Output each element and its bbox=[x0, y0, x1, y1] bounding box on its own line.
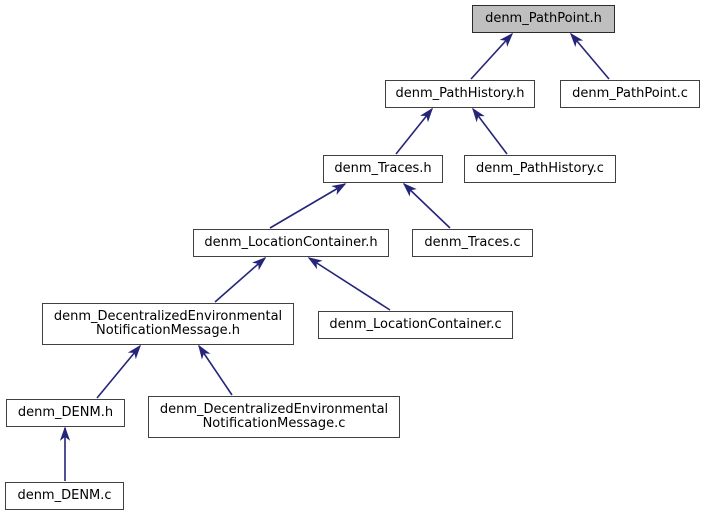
graph-node-label: denm_PathPoint.c bbox=[572, 86, 688, 101]
graph-node-pathpoint_h[interactable]: denm_PathPoint.h bbox=[472, 5, 615, 33]
graph-node-label: denm_LocationContainer.h bbox=[204, 235, 378, 250]
dependency-edge bbox=[198, 344, 233, 396]
graph-node-denm_c_msg[interactable]: denm_DecentralizedEnvironmental Notifica… bbox=[148, 396, 400, 438]
graph-node-denm_h_msg[interactable]: denm_DecentralizedEnvironmental Notifica… bbox=[42, 303, 294, 345]
graph-node-label: denm_DecentralizedEnvironmental Notifica… bbox=[53, 309, 283, 338]
graph-node-pathpoint_c[interactable]: denm_PathPoint.c bbox=[560, 80, 700, 108]
graph-node-traces_c[interactable]: denm_Traces.c bbox=[412, 229, 533, 257]
graph-node-label: denm_DENM.c bbox=[17, 488, 112, 503]
graph-node-label: denm_PathPoint.h bbox=[485, 11, 602, 26]
graph-node-label: denm_LocationContainer.c bbox=[329, 317, 502, 332]
dependency-edge bbox=[395, 107, 433, 155]
dependency-edge bbox=[470, 32, 514, 80]
graph-node-label: denm_Traces.h bbox=[334, 161, 432, 176]
graph-node-label: denm_PathHistory.h bbox=[395, 86, 525, 101]
graph-node-pathhistory_h[interactable]: denm_PathHistory.h bbox=[385, 80, 535, 108]
graph-node-locationcontainer_c[interactable]: denm_LocationContainer.c bbox=[318, 311, 513, 339]
graph-node-label: denm_DecentralizedEnvironmental Notifica… bbox=[159, 402, 389, 431]
graph-node-denm_denm_h[interactable]: denm_DENM.h bbox=[6, 399, 125, 427]
graph-node-label: denm_PathHistory.c bbox=[476, 161, 604, 176]
graph-node-locationcontainer_h[interactable]: denm_LocationContainer.h bbox=[193, 229, 389, 257]
dependency-edge bbox=[96, 344, 142, 399]
graph-node-denm_denm_c[interactable]: denm_DENM.c bbox=[5, 482, 124, 510]
dependency-edge bbox=[307, 257, 391, 311]
graph-node-traces_h[interactable]: denm_Traces.h bbox=[323, 155, 443, 183]
dependency-edge bbox=[569, 32, 610, 80]
graph-node-label: denm_DENM.h bbox=[17, 405, 114, 420]
edges-group bbox=[59, 32, 610, 481]
dependency-edge bbox=[269, 183, 347, 229]
dependency-edge bbox=[214, 256, 267, 303]
graph-node-label: denm_Traces.c bbox=[424, 235, 521, 250]
dependency-edge bbox=[472, 107, 508, 155]
graph-node-pathhistory_c[interactable]: denm_PathHistory.c bbox=[464, 155, 616, 183]
dependency-edge bbox=[402, 182, 451, 229]
